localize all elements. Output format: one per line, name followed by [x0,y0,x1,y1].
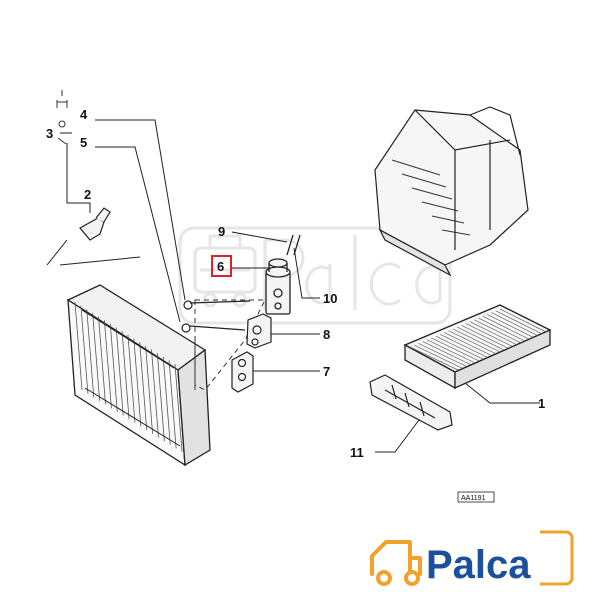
detail-stroke [414,344,463,369]
blower-housing [374,106,529,277]
part-labels: 4 3 5 2 9 6 10 8 7 1 11 [46,107,545,460]
label-part-10: 10 [323,291,337,306]
detail-stroke [474,319,522,344]
detail-stroke [145,345,153,434]
detail-stroke [435,335,484,360]
dashed-outline [194,299,266,391]
detail-stroke [92,312,101,401]
detail-stroke [109,323,118,412]
label-part-7: 7 [323,364,330,379]
detail-stroke [431,337,480,362]
cabin-filter [403,304,552,390]
detail-stroke [80,305,89,394]
detail-stroke [139,342,148,431]
detail-stroke [74,301,83,391]
clip-part [79,207,111,241]
drawing-code: AA1191 [457,491,495,503]
detail-stroke [461,324,509,349]
logo-frame [540,530,574,586]
detail-stroke [115,327,124,416]
detail-stroke [391,159,441,176]
evaporator-pipes [181,300,251,333]
detail-stroke [409,346,459,371]
car-truck-icon [370,540,422,586]
detail-stroke [491,312,538,336]
detail-stroke [452,328,501,353]
leader-lines [46,119,540,453]
detail-stroke [469,321,517,345]
label-part-3: 3 [46,126,53,141]
detail-stroke [465,323,513,347]
brand-name: Palca [426,543,531,587]
detail-stroke [478,317,526,342]
detail-stroke [86,309,95,398]
label-part-1: 1 [538,396,545,411]
detail-stroke [168,360,177,449]
detail-stroke [421,201,459,212]
label-part-5: 5 [80,135,87,150]
label-part-6: 6 [217,259,224,274]
filter-cover [369,374,453,431]
detail-stroke [495,310,542,335]
label-part-9: 9 [218,224,225,239]
highlight-box [211,255,232,277]
detail-stroke [486,314,534,338]
label-part-4: 4 [80,107,88,122]
detail-stroke [431,215,465,224]
detail-stroke [456,326,505,351]
label-part-11: 11 [350,445,364,460]
expansion-valve [265,234,301,315]
detail-stroke [133,338,142,427]
detail-stroke [174,363,183,453]
detail-stroke [448,330,496,355]
label-part-8: 8 [323,327,330,342]
detail-stroke [127,334,136,423]
detail-stroke [499,308,547,333]
detail-stroke [444,332,492,356]
fastener-icons [56,90,68,145]
detail-stroke [418,343,467,367]
palca-logo: Palca [370,530,574,587]
mounting-bracket [246,313,272,349]
detail-stroke [156,353,165,442]
drawing-code-text: AA1191 [461,495,485,502]
detail-stroke [426,339,475,364]
detail-stroke [151,349,159,438]
detail-stroke [104,320,112,409]
detail-stroke [98,316,106,405]
detail-stroke [439,334,488,358]
detail-stroke [482,315,530,340]
detail-stroke [441,229,471,236]
label-part-2: 2 [84,187,91,202]
detail-stroke [422,341,471,365]
detail-stroke [162,356,171,445]
detail-stroke [411,187,453,200]
detail-stroke [121,331,130,420]
detail-stroke [401,173,447,188]
pipe-block [231,351,254,393]
evaporator-core [66,284,211,467]
